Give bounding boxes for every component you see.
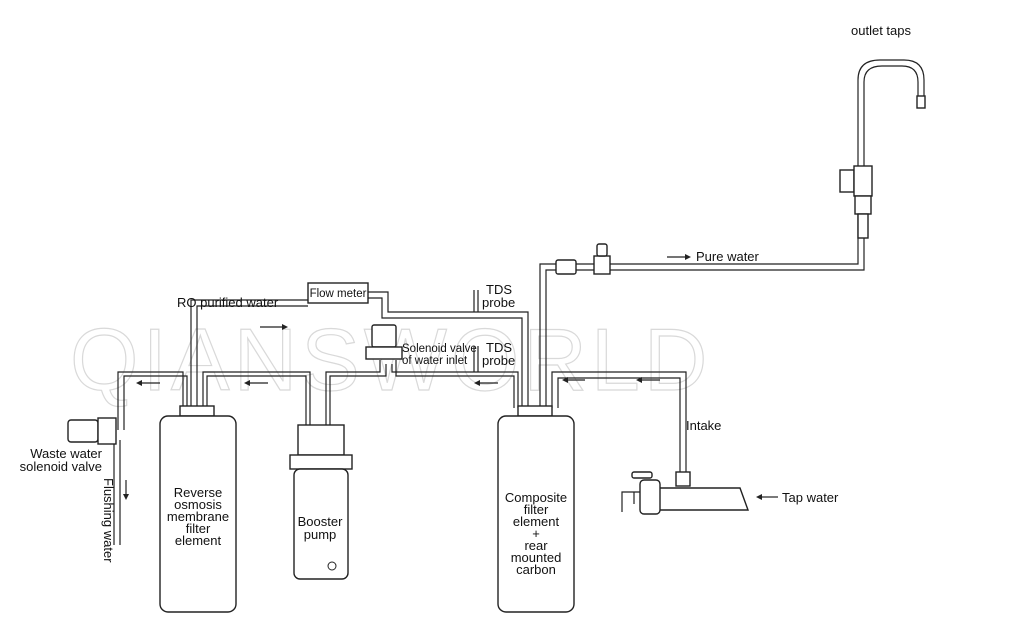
ro-purified-water-label: RO purified water [177, 295, 279, 310]
arrow-composite-left [562, 377, 585, 383]
arrow-waste-left [136, 380, 160, 386]
arrow-ro-purified [260, 324, 288, 330]
arrow-pure-water [667, 254, 691, 260]
pure-water-inline-parts [555, 243, 611, 275]
arrow-flushing-down [123, 480, 129, 500]
intake-tap [621, 471, 749, 515]
tap-water-label: Tap water [782, 490, 839, 505]
arrow-intake-left [636, 377, 660, 383]
flushing-water-label: Flushing water [101, 478, 116, 563]
arrow-tap-water [756, 494, 778, 500]
arrow-booster-left [244, 380, 268, 386]
outlet-tap [839, 59, 926, 239]
pipe-network [113, 238, 865, 545]
outlet-taps-label: outlet taps [851, 23, 911, 38]
flow-meter: Flow meter [307, 282, 369, 304]
intake-label: Intake [686, 418, 721, 433]
svg-text:Flow meter: Flow meter [310, 288, 367, 300]
flow-arrows [123, 254, 778, 500]
arrow-tds-left [474, 380, 498, 386]
pure-water-label: Pure water [696, 249, 760, 264]
